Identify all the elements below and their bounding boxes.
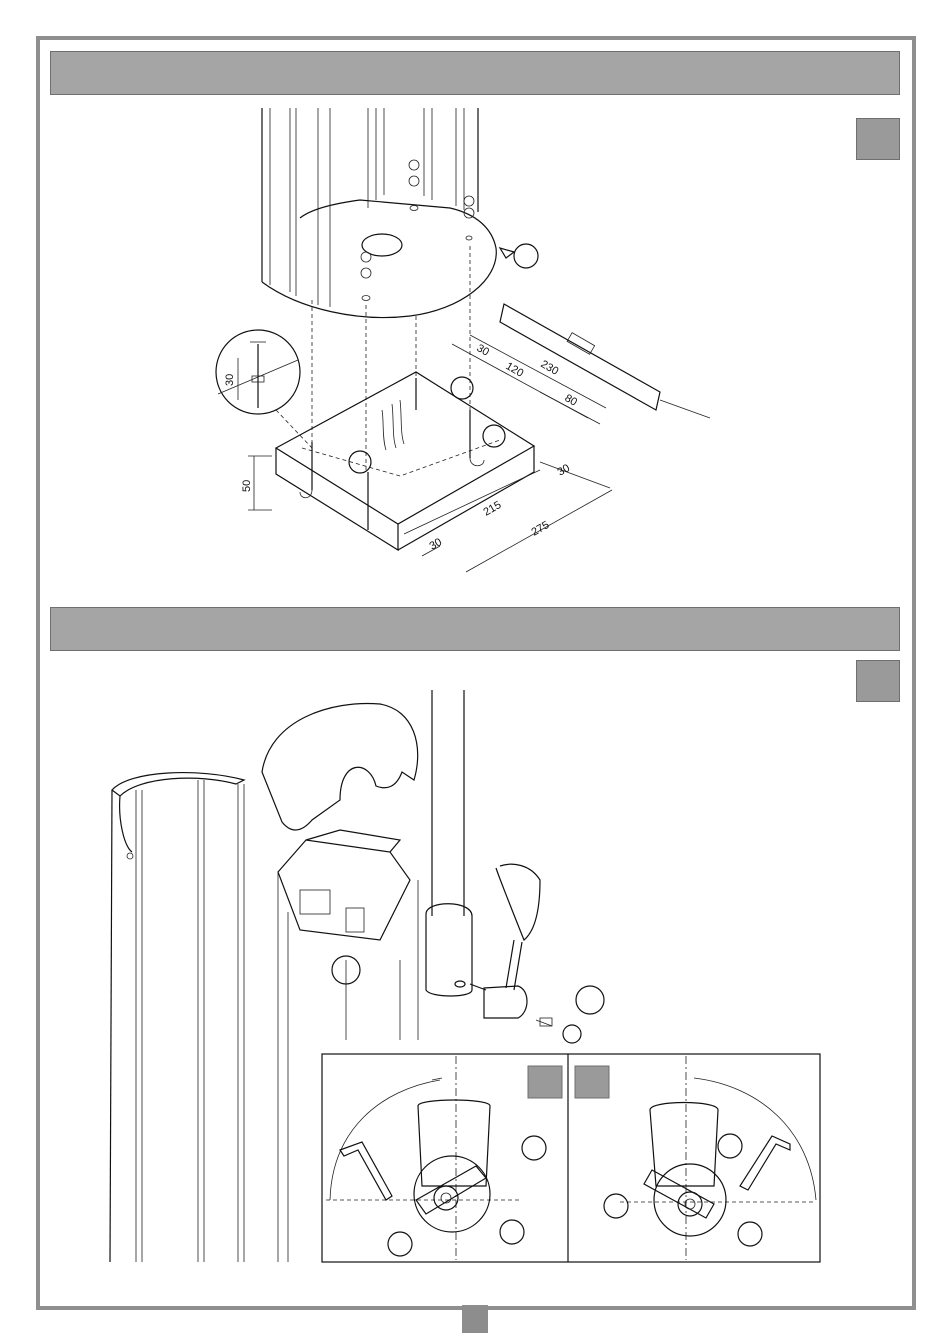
screw-and-cap — [536, 986, 604, 1043]
barrier-arm — [426, 690, 472, 996]
inset-right-drawing — [604, 1056, 816, 1260]
column-shell — [110, 773, 244, 1262]
top-cover — [262, 704, 418, 830]
motor-block — [278, 830, 418, 1262]
inset-box — [322, 1054, 820, 1262]
inset-tag-right — [575, 1066, 609, 1098]
hammer-and-hand — [470, 864, 540, 1018]
inset-left-drawing — [326, 1056, 546, 1260]
inset-tag-left — [528, 1066, 562, 1098]
